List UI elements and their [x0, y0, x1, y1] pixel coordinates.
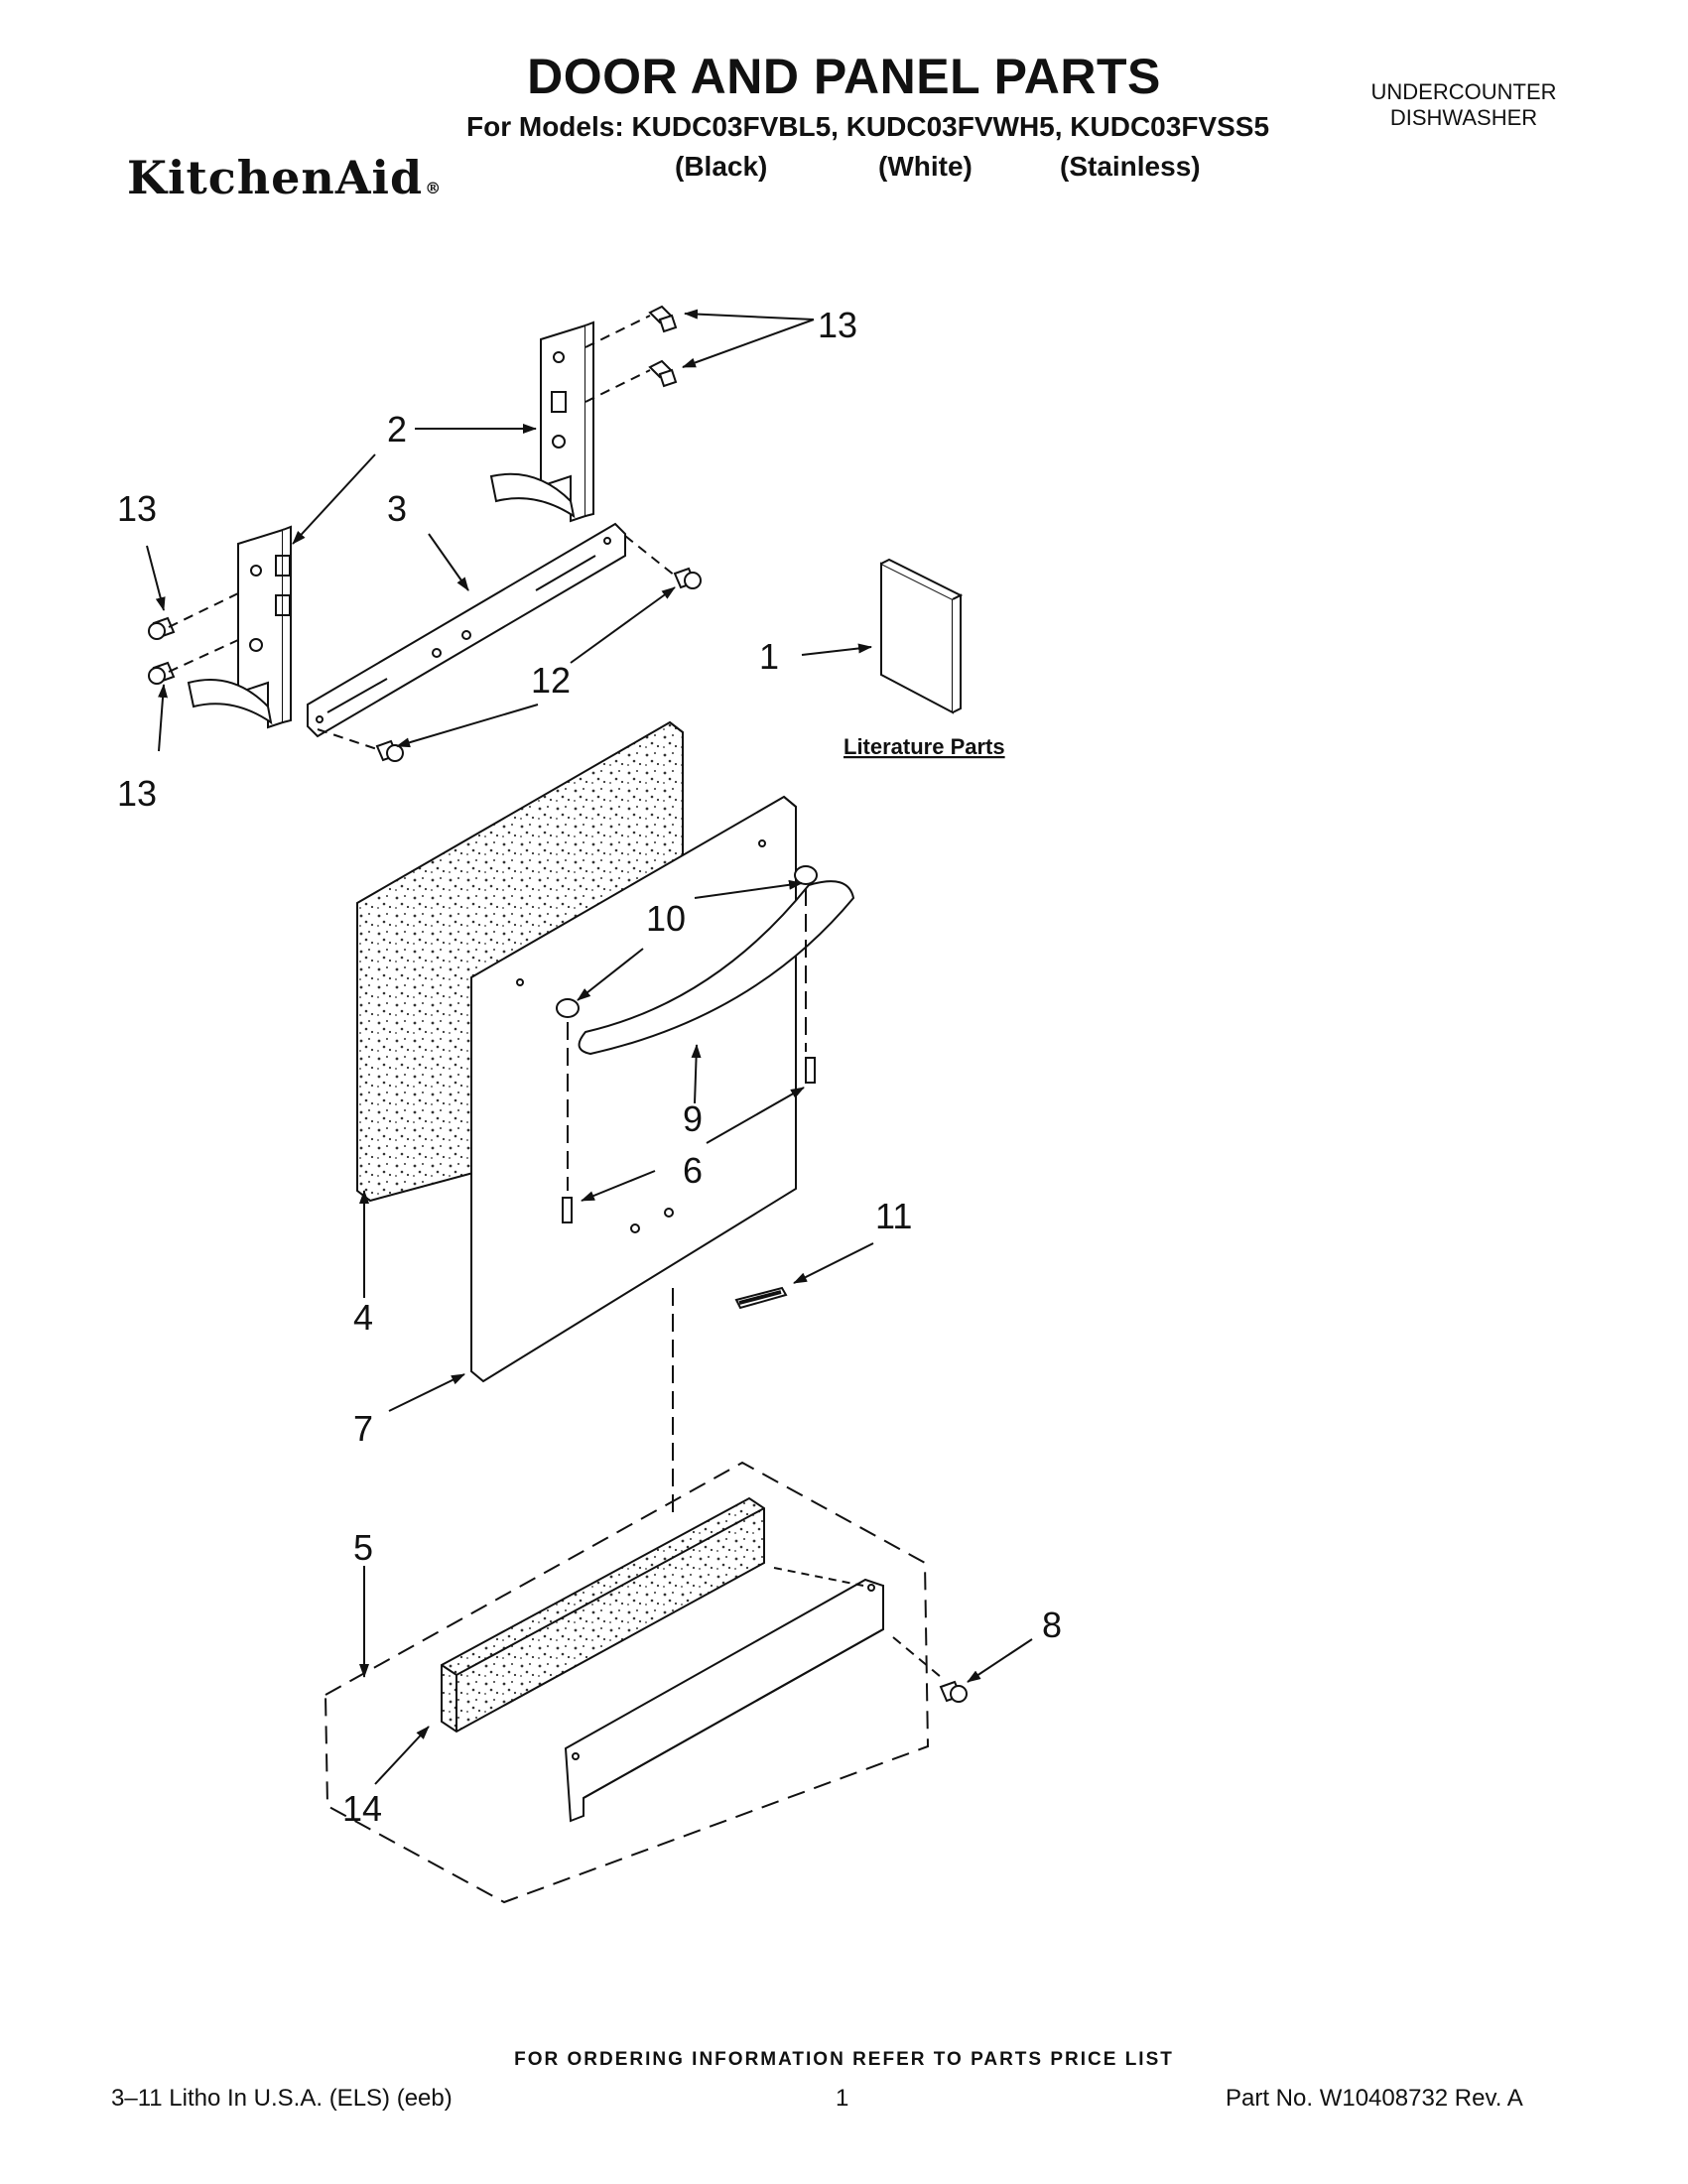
callout-6: 6 [683, 1150, 703, 1191]
variant-white: (White) [878, 151, 973, 182]
callout-13-left-upper: 13 [117, 488, 157, 529]
registered-mark: ® [425, 179, 443, 197]
door-panel [470, 795, 797, 1383]
left-mounting-bracket [187, 525, 292, 729]
toe-kick-assembly [324, 1461, 930, 1904]
callout-11: 11 [875, 1196, 912, 1236]
callout-13-top: 13 [818, 305, 857, 345]
brand-badge [734, 1286, 788, 1310]
appliance-line-2: DISHWASHER [1389, 105, 1538, 130]
callout-8: 8 [1042, 1605, 1062, 1645]
leader-arrows [146, 309, 1033, 1785]
appliance-line-1: UNDERCOUNTER [1370, 79, 1557, 104]
callout-14: 14 [342, 1788, 382, 1829]
callout-12: 12 [531, 660, 571, 701]
callout-3: 3 [387, 488, 407, 529]
set-screws [562, 1057, 816, 1223]
ordering-note: FOR ORDERING INFORMATION REFER TO PARTS … [514, 2049, 1174, 2070]
litho-info: 3–11 Litho In U.S.A. (ELS) (eeb) [111, 2085, 453, 2112]
callout-5: 5 [353, 1527, 373, 1568]
callout-13-left-lower: 13 [117, 773, 157, 814]
right-mounting-bracket [489, 321, 594, 523]
appliance-type: UNDERCOUNTER DISHWASHER [1330, 79, 1598, 131]
callout-1: 1 [759, 636, 779, 677]
screw-lines [168, 315, 676, 750]
part-number: Part No. W10408732 Rev. A [1226, 2085, 1523, 2112]
door-handle [556, 865, 855, 1056]
mounting-rail [307, 522, 626, 738]
page-number: 1 [836, 2085, 849, 2112]
brand-name: KitchenAid [127, 151, 424, 204]
callout-10: 10 [646, 898, 686, 939]
callout-9: 9 [683, 1098, 703, 1139]
callout-4: 4 [353, 1297, 373, 1338]
handle-lines [567, 888, 807, 1513]
screw-set [148, 305, 968, 1703]
callout-2: 2 [387, 409, 407, 450]
literature-parts-label: Literature Parts [844, 734, 1005, 759]
variant-black: (Black) [675, 151, 768, 182]
callout-7: 7 [353, 1408, 373, 1449]
variant-stainless: (Stainless) [1060, 151, 1201, 182]
page-title: DOOR AND PANEL PARTS [527, 49, 1161, 104]
brand-logo: KitchenAid® [127, 151, 442, 204]
models-line: For Models: KUDC03FVBL5, KUDC03FVWH5, KU… [466, 111, 1270, 142]
literature-part [880, 558, 964, 714]
